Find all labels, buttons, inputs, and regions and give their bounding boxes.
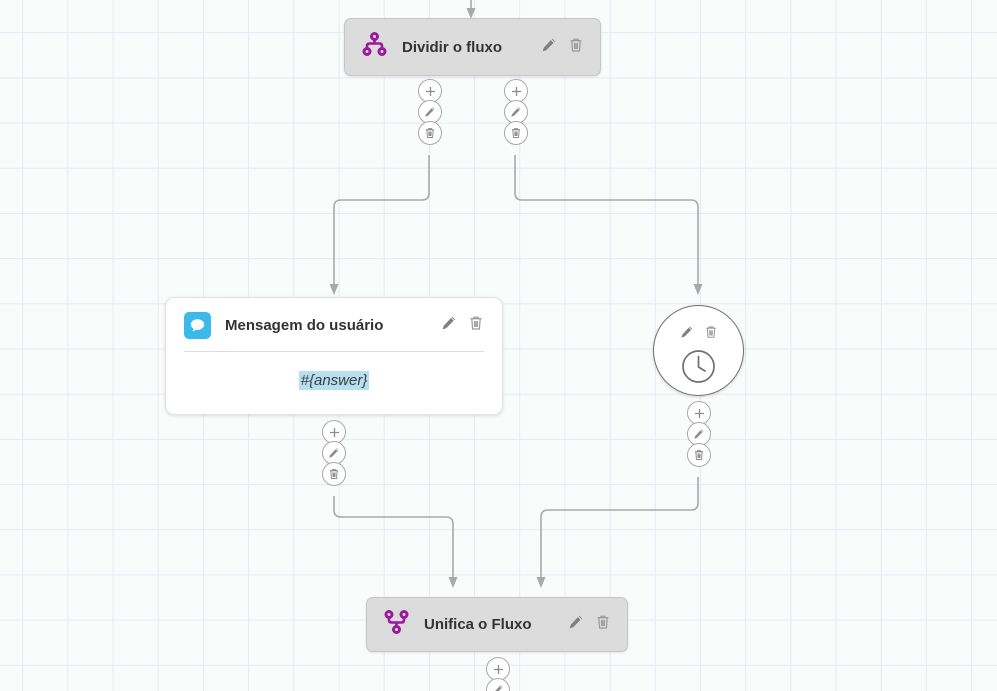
card-divider bbox=[184, 351, 484, 352]
variable-token[interactable]: #{answer} bbox=[298, 370, 370, 390]
split-flow-icon bbox=[361, 32, 388, 62]
node-toolbar bbox=[550, 614, 611, 635]
edge-timer-to-merge bbox=[536, 477, 699, 588]
edge-split-to-timer bbox=[514, 155, 703, 295]
port-edit-button[interactable] bbox=[504, 100, 528, 124]
node-title: Dividir o fluxo bbox=[402, 38, 503, 56]
trash-icon[interactable] bbox=[704, 325, 718, 344]
card-header: Mensagem do usuário bbox=[166, 298, 502, 339]
node-timer[interactable] bbox=[653, 305, 744, 396]
node-toolbar bbox=[680, 325, 718, 344]
chat-bubble-icon bbox=[184, 312, 211, 339]
node-mensagem-do-usuario[interactable]: Mensagem do usuário bbox=[165, 297, 503, 415]
port-edit-button[interactable] bbox=[418, 100, 442, 124]
port-stack-split-left[interactable] bbox=[418, 79, 442, 145]
port-edit-button[interactable] bbox=[687, 422, 711, 446]
port-edit-button[interactable] bbox=[486, 678, 510, 691]
node-toolbar bbox=[423, 315, 484, 336]
node-title: Unifica o Fluxo bbox=[424, 616, 532, 633]
port-add-button[interactable] bbox=[418, 79, 442, 103]
node-title: Mensagem do usuário bbox=[225, 317, 384, 334]
port-delete-button[interactable] bbox=[322, 462, 346, 486]
port-add-button[interactable] bbox=[504, 79, 528, 103]
port-stack-message-out[interactable] bbox=[322, 420, 346, 486]
pencil-icon[interactable] bbox=[441, 315, 457, 336]
trash-icon[interactable] bbox=[568, 37, 584, 58]
node-toolbar bbox=[523, 37, 584, 58]
node-unifica-o-fluxo[interactable]: Unifica o Fluxo bbox=[366, 597, 628, 652]
trash-icon[interactable] bbox=[468, 315, 484, 336]
trash-icon[interactable] bbox=[595, 614, 611, 635]
port-add-button[interactable] bbox=[322, 420, 346, 444]
port-stack-merge-out[interactable] bbox=[486, 657, 510, 691]
pencil-icon[interactable] bbox=[541, 37, 557, 58]
port-stack-timer-out[interactable] bbox=[687, 401, 711, 467]
port-delete-button[interactable] bbox=[418, 121, 442, 145]
port-edit-button[interactable] bbox=[322, 441, 346, 465]
pencil-icon[interactable] bbox=[680, 325, 694, 344]
pencil-icon[interactable] bbox=[568, 614, 584, 635]
port-stack-split-right[interactable] bbox=[504, 79, 528, 145]
node-dividir-o-fluxo[interactable]: Dividir o fluxo bbox=[344, 18, 601, 76]
port-delete-button[interactable] bbox=[687, 443, 711, 467]
port-delete-button[interactable] bbox=[504, 121, 528, 145]
clock-icon bbox=[680, 348, 717, 390]
edge-message-to-merge bbox=[333, 496, 458, 588]
port-add-button[interactable] bbox=[687, 401, 711, 425]
merge-flow-icon bbox=[383, 609, 410, 640]
edge-split-to-message bbox=[329, 155, 430, 295]
card-body: #{answer} bbox=[166, 352, 502, 414]
